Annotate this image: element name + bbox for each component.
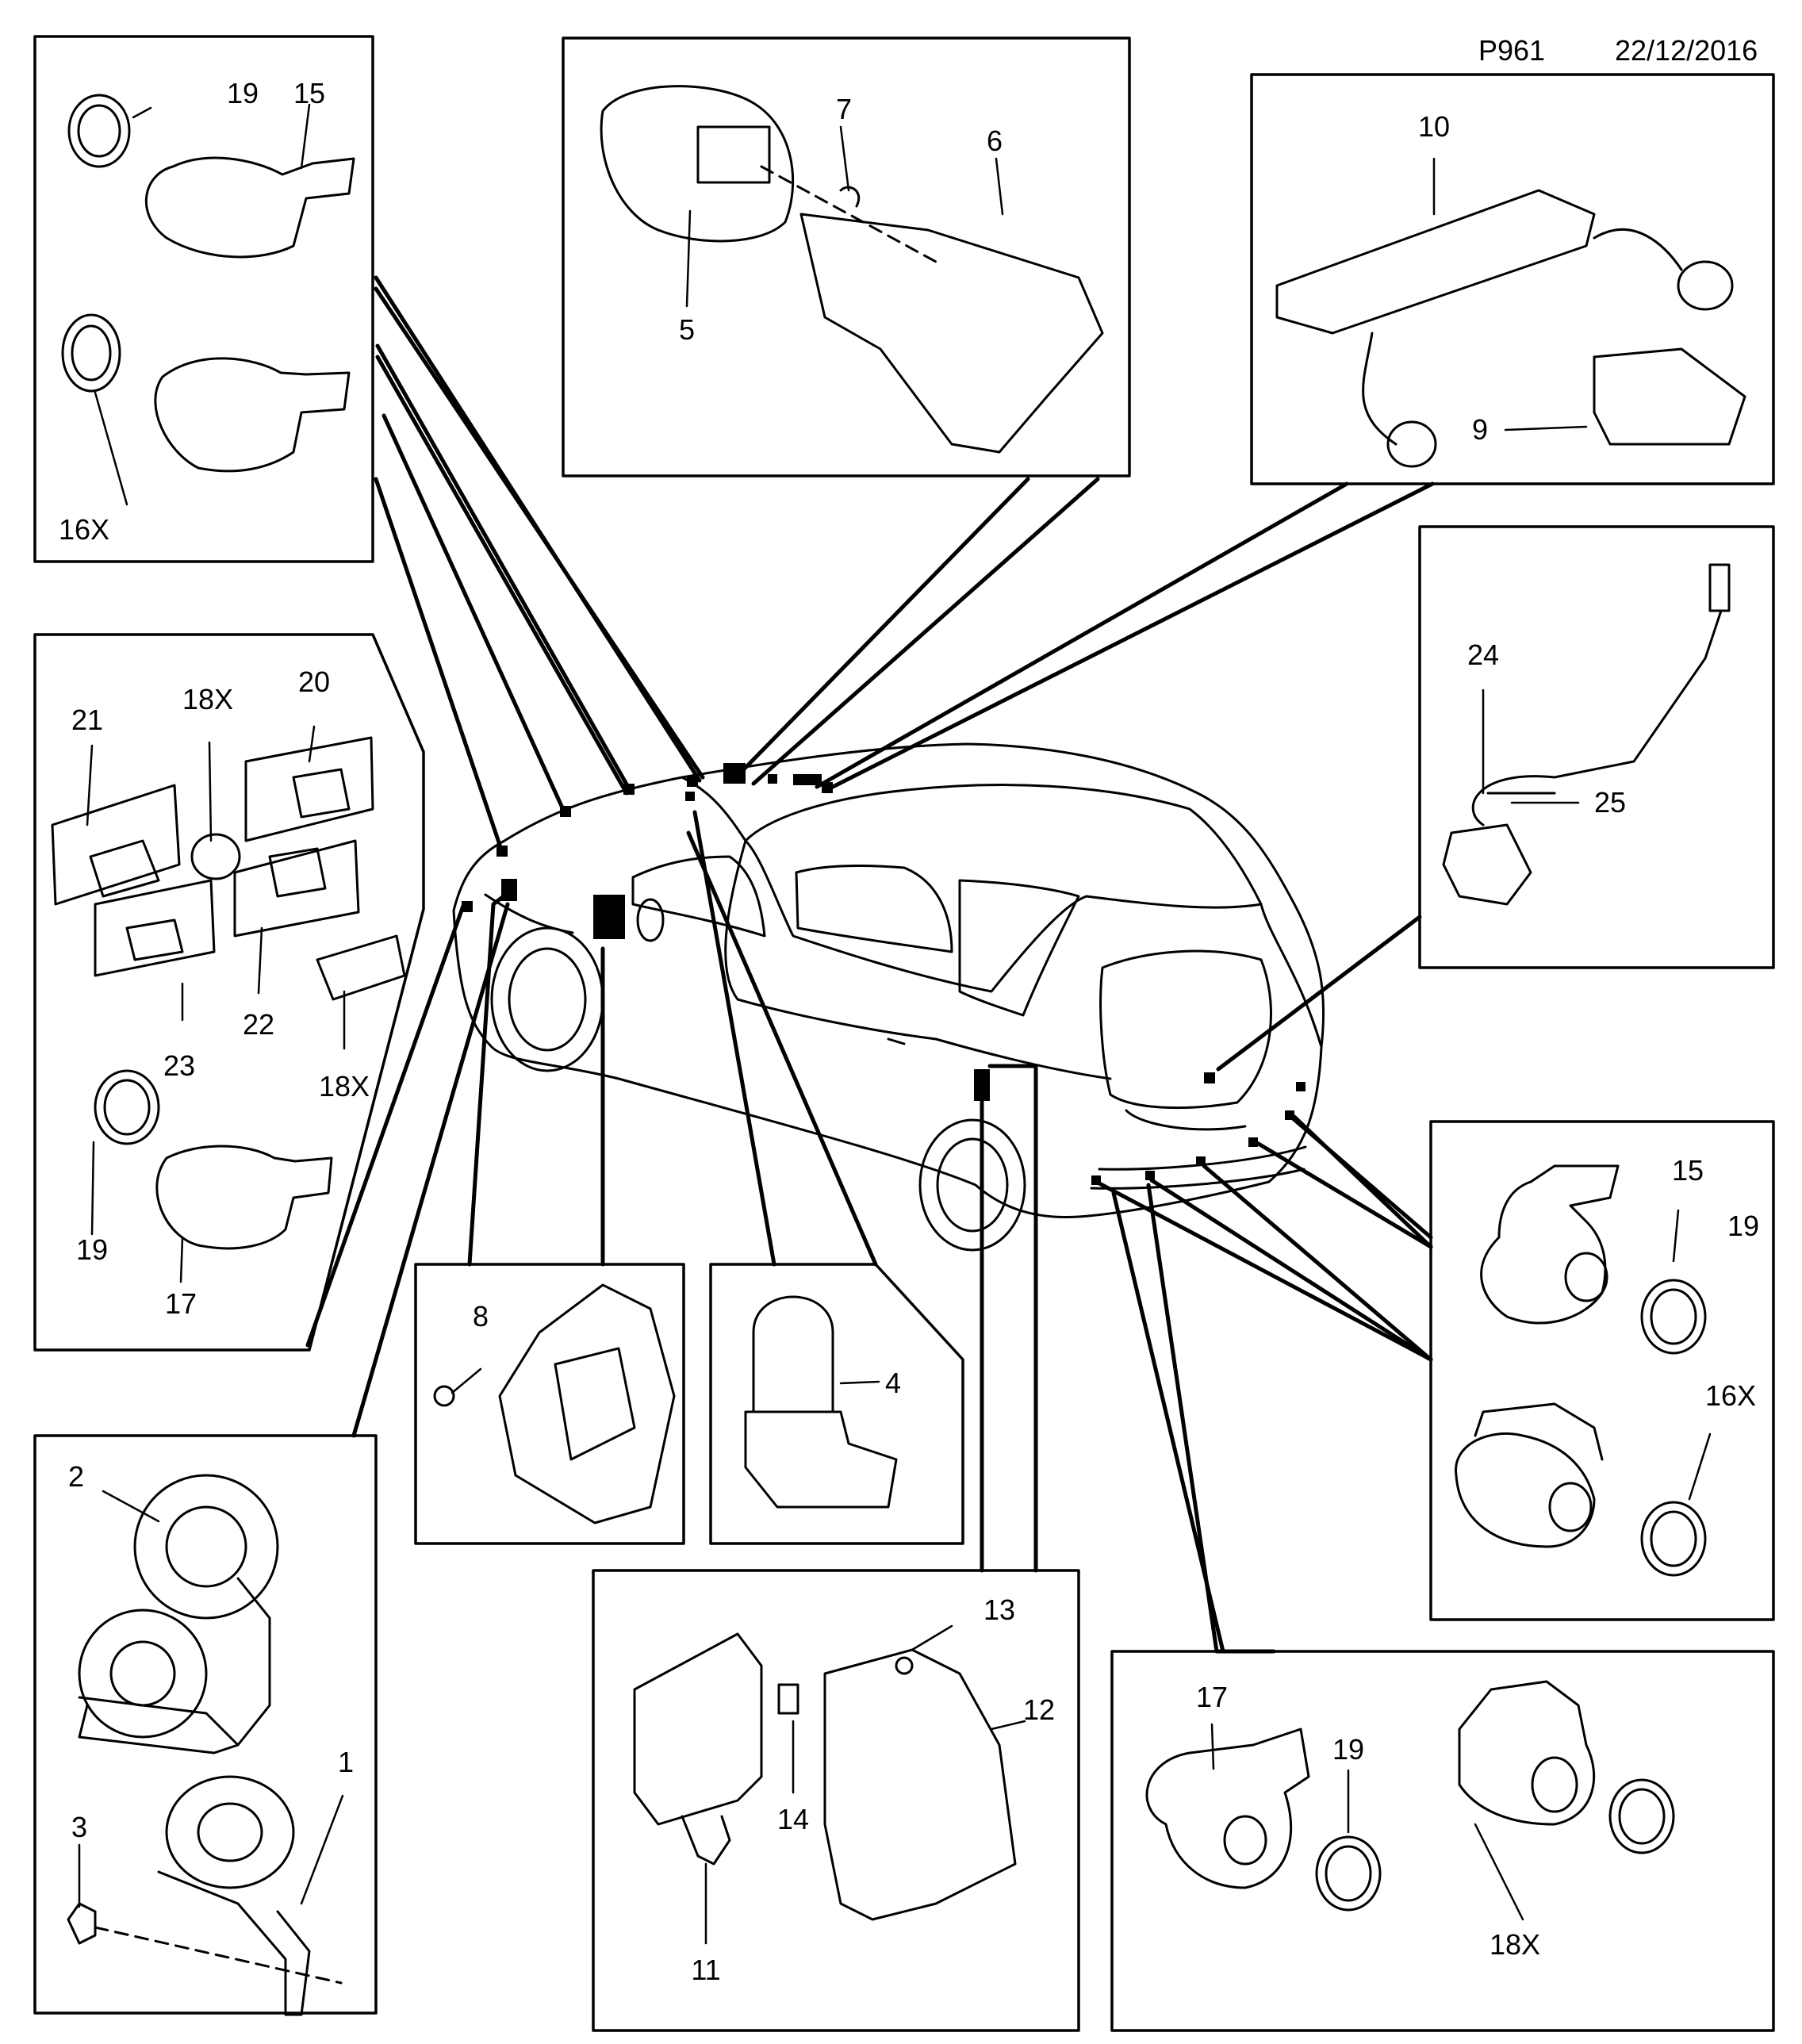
rear-sensor-right-parts <box>1455 1164 1707 1577</box>
panel-frames <box>33 35 1775 2032</box>
rear-sensor-bottom-parts <box>1145 1680 1675 1912</box>
callout-21: 21 <box>71 704 104 736</box>
callout-11: 11 <box>691 1954 721 1986</box>
callout-7: 7 <box>835 93 853 125</box>
camera-bracket-parts <box>600 85 1104 454</box>
callout-15: 15 <box>293 77 326 109</box>
callout-16X-rear: 16X <box>1704 1379 1757 1412</box>
front-bracket-parts <box>51 736 406 1250</box>
callout-19-rear: 19 <box>1727 1210 1760 1242</box>
callout-24: 24 <box>1467 639 1500 671</box>
callout-16X: 16X <box>58 513 110 546</box>
callout-1: 1 <box>337 1746 355 1778</box>
callout-2: 2 <box>67 1460 85 1493</box>
callout-22: 22 <box>242 1008 275 1041</box>
callout-19-bottom: 19 <box>1332 1733 1365 1766</box>
callout-6: 6 <box>986 125 1003 157</box>
panel-rear-sensors-right-frame <box>1429 1120 1775 1621</box>
label-leaders <box>78 103 1712 1945</box>
panel-horns-frame <box>33 1434 378 2015</box>
callout-10: 10 <box>1417 110 1451 143</box>
callout-19-brackets: 19 <box>75 1233 109 1266</box>
callout-18X-rear: 18X <box>1489 1928 1541 1961</box>
panel-front-sensors-frame <box>33 35 374 563</box>
callout-23: 23 <box>163 1049 196 1082</box>
panel-rear-camera-frame <box>1418 525 1775 969</box>
callout-18X-lower: 18X <box>318 1070 370 1103</box>
callout-14: 14 <box>776 1803 810 1835</box>
bulb-parts <box>744 1295 898 1509</box>
rear-camera-parts <box>1442 563 1731 906</box>
callout-15-rear: 15 <box>1671 1154 1704 1187</box>
antenna-parts <box>1275 189 1746 468</box>
mount-points <box>462 763 1305 1185</box>
callout-25: 25 <box>1593 786 1627 819</box>
callout-17-brackets: 17 <box>164 1287 197 1320</box>
vehicle-outline <box>452 742 1325 1252</box>
callout-12: 12 <box>1022 1693 1056 1726</box>
control-module-parts <box>633 1632 1017 1921</box>
panel-rear-sensors-bottom-frame <box>1110 1650 1775 2032</box>
callout-17-rear: 17 <box>1195 1681 1229 1713</box>
panel-module-bracket-frame <box>414 1263 685 1545</box>
leader-lines <box>305 275 1435 1654</box>
module-bracket-parts <box>433 1283 676 1524</box>
drawing-date: 22/12/2016 <box>1615 34 1758 67</box>
callout-4: 4 <box>884 1367 902 1399</box>
callout-20: 20 <box>297 665 331 698</box>
panel-control-module-frame <box>592 1569 1080 2032</box>
callout-19: 19 <box>226 77 259 109</box>
panel-camera-bracket-frame <box>562 36 1131 477</box>
callout-8: 8 <box>472 1300 489 1333</box>
callout-3: 3 <box>71 1811 88 1843</box>
front-sensor-parts <box>61 94 355 473</box>
panel-front-brackets-frame <box>33 633 425 1352</box>
callout-5: 5 <box>678 313 696 346</box>
callout-18X-upper: 18X <box>182 683 234 715</box>
callout-13: 13 <box>983 1593 1016 1626</box>
drawing-code: P961 <box>1478 34 1546 67</box>
callout-9: 9 <box>1471 413 1489 446</box>
horn-parts <box>67 1474 343 2016</box>
panel-bulb-frame <box>709 1263 964 1545</box>
panel-antenna-frame <box>1250 73 1775 485</box>
